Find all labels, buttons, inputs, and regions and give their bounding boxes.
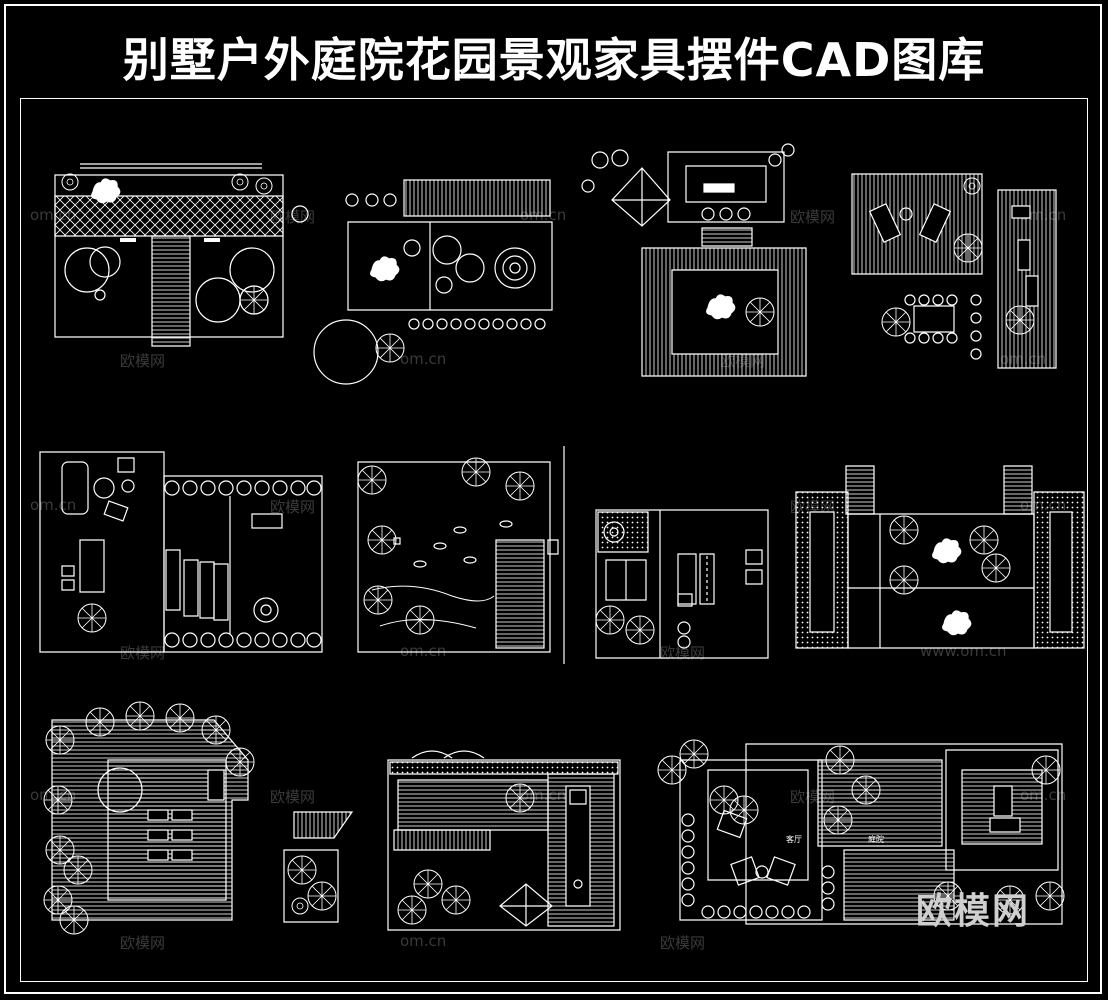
- garden-plan-1: [55, 164, 308, 346]
- watermark-text: 欧模网: [660, 934, 706, 952]
- plan-label: 客厅: [786, 835, 802, 844]
- inner-frame: [20, 98, 1088, 982]
- page-title: 别墅户外庭院花园景观家具摆件CAD图库: [122, 33, 986, 87]
- watermark-text: 欧模网: [270, 498, 316, 516]
- garden-plan-6: [357, 446, 564, 664]
- garden-plan-10: [388, 751, 620, 930]
- garden-plan-2: [314, 180, 552, 384]
- garden-plan-3: [582, 144, 806, 376]
- garden-plan-5: [40, 452, 322, 652]
- plan-label: 庭院: [868, 835, 884, 844]
- garden-plan-11: [657, 739, 1065, 924]
- watermark-text: 欧模网: [120, 352, 166, 370]
- garden-plan-9: [43, 701, 352, 935]
- outer-frame: [4, 4, 1102, 994]
- garden-plan-8: [796, 466, 1084, 648]
- corner-watermark: 欧模网: [916, 891, 1031, 932]
- garden-plan-4: [852, 174, 1056, 368]
- garden-plan-7: [595, 510, 768, 658]
- watermark-text: om.cn: [30, 496, 77, 514]
- watermark-text: om.cn: [400, 350, 447, 368]
- watermark-text: www.om.cn: [920, 642, 1007, 660]
- watermark-text: 欧模网: [120, 934, 166, 952]
- watermark-text: om.cn: [400, 642, 447, 660]
- watermark-text: 欧模网: [790, 208, 836, 226]
- watermark-text: 欧模网: [270, 788, 316, 806]
- watermark-text: 欧模网: [120, 644, 166, 662]
- watermark-text: om.cn: [400, 932, 447, 950]
